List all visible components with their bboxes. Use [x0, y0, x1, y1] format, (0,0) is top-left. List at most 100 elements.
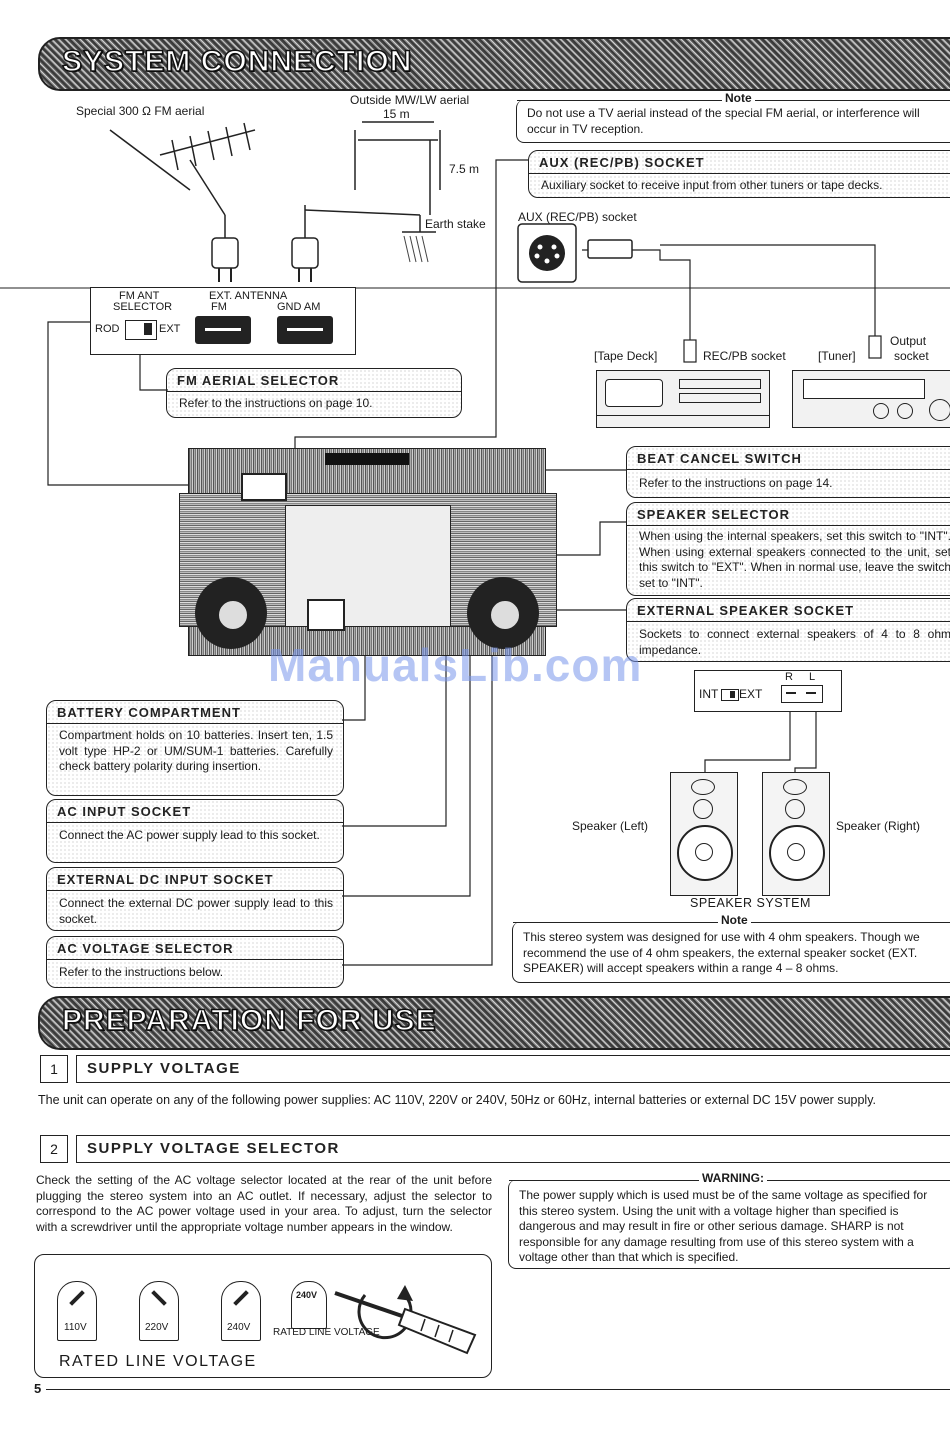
battery-compartment-box: BATTERY COMPARTMENT Compartment holds on… [46, 700, 344, 796]
speaker-system-label: SPEAKER SYSTEM [690, 896, 811, 910]
int-ext-switch[interactable] [721, 689, 739, 701]
speaker-selector-box: SPEAKER SELECTOR When using the internal… [626, 502, 950, 596]
note-speaker-impedance: Note This stereo system was designed for… [512, 913, 950, 983]
section-title: SYSTEM CONNECTION [61, 44, 413, 79]
note-text: Do not use a TV aerial instead of the sp… [527, 106, 920, 136]
gnd-am-terminal[interactable] [277, 316, 333, 344]
voltage-240-label: 240V [227, 1322, 251, 1333]
fm-aerial-selector-box: FM AERIAL SELECTOR Refer to the instruct… [166, 368, 462, 418]
beat-cancel-text: Refer to the instructions on page 14. [639, 476, 833, 490]
aux-socket-caption: AUX (REC/PB) socket [518, 210, 637, 224]
mw-aerial-label: Outside MW/LW aerial [350, 93, 470, 107]
ext-label: EXT [159, 323, 181, 335]
ac-voltage-selector-text: Refer to the instructions below. [59, 965, 224, 979]
int-label: INT [699, 687, 719, 701]
external-dc-input-box: EXTERNAL DC INPUT SOCKET Connect the ext… [46, 867, 344, 931]
fm-ant-selector-label2: SELECTOR [113, 301, 173, 313]
external-dc-input-text: Connect the external DC power supply lea… [59, 896, 333, 926]
supply-voltage-selector-heading: SUPPLY VOLTAGE SELECTOR [76, 1135, 950, 1163]
screwdriver-icon [334, 1285, 477, 1355]
voltage-window-240: 240V [221, 1281, 261, 1341]
dim-75m: 7.5 m [449, 162, 480, 176]
voltage-240b-label: 240V [296, 1290, 318, 1300]
note-tv-aerial: Note Do not use a TV aerial instead of t… [516, 91, 950, 143]
page-number: 5 [34, 1381, 42, 1396]
speaker-terminals[interactable] [781, 685, 823, 703]
fm-terminal[interactable] [195, 316, 251, 344]
note-title: Note [722, 91, 755, 105]
gnd-am-label: GND AM [277, 301, 321, 313]
external-speaker-socket-text: Sockets to connect external speakers of … [639, 627, 950, 657]
speaker-selector-title: SPEAKER SELECTOR [637, 507, 791, 522]
rated-line-voltage-box: 110V 220V 240V 240V RATED LINE VOLTAGE R… [34, 1254, 492, 1378]
aux-socket-box: AUX (REC/PB) SOCKET Auxiliary socket to … [528, 150, 950, 198]
voltage-window-220: 220V [139, 1281, 179, 1341]
dim-15m: 15 m [383, 107, 410, 121]
supply-voltage-text: The unit can operate on any of the follo… [38, 1093, 877, 1107]
fm-ant-selector-switch[interactable] [125, 320, 157, 340]
battery-compartment-text: Compartment holds on 10 batteries. Inser… [59, 728, 333, 773]
beat-cancel-title: BEAT CANCEL SWITCH [637, 451, 802, 466]
rod-label: ROD [95, 323, 120, 335]
tape-deck-device [596, 370, 770, 428]
external-dc-input-title: EXTERNAL DC INPUT SOCKET [57, 872, 274, 887]
ac-input-socket-text: Connect the AC power supply lead to this… [59, 828, 320, 842]
voltage-220-label: 220V [145, 1322, 169, 1333]
warning-box: WARNING: The power supply which is used … [508, 1171, 950, 1269]
r-label: R [785, 671, 793, 683]
speaker-switch-panel: R L INT EXT [694, 670, 842, 712]
tuner-label: [Tuner] [818, 349, 856, 363]
external-speaker-socket-title: EXTERNAL SPEAKER SOCKET [637, 603, 855, 618]
battery-compartment-title: BATTERY COMPARTMENT [57, 705, 241, 720]
stereo-unit-rear [179, 448, 557, 656]
section-banner-preparation: PREPARATION FOR USE [38, 996, 950, 1050]
footer-rule [46, 1389, 950, 1390]
section-banner-system-connection: SYSTEM CONNECTION [38, 37, 950, 91]
note-speaker-title: Note [718, 913, 751, 927]
speaker-right [762, 772, 830, 896]
speaker-right-label: Speaker (Right) [836, 819, 921, 833]
section-number-2: 2 [40, 1135, 68, 1163]
rated-small-label: RATED LINE VOLTAGE [273, 1327, 380, 1338]
ac-input-socket-box: AC INPUT SOCKET Connect the AC power sup… [46, 799, 344, 863]
section-number-1: 1 [40, 1055, 68, 1083]
aux-socket-title: AUX (REC/PB) SOCKET [539, 155, 705, 170]
ac-input-socket-title: AC INPUT SOCKET [57, 804, 192, 819]
antenna-panel: FM ANT SELECTOR EXT. ANTENNA FM GND AM R… [90, 287, 356, 355]
rated-line-voltage-title: RATED LINE VOLTAGE [59, 1353, 257, 1370]
speaker-left-label: Speaker (Left) [572, 819, 649, 833]
voltage-window-example: 240V [291, 1281, 327, 1329]
warning-text: The power supply which is used must be o… [519, 1188, 928, 1264]
watermark: ManualsLib.com [268, 639, 643, 691]
fm-ant-switch-highlight [241, 473, 287, 501]
aux-socket-text: Auxiliary socket to receive input from o… [541, 178, 883, 192]
tape-deck-label: [Tape Deck] [594, 349, 658, 363]
ext-antenna-label: EXT. ANTENNA [209, 290, 288, 302]
supply-voltage-heading: SUPPLY VOLTAGE [76, 1055, 950, 1083]
warning-title: WARNING: [699, 1171, 767, 1185]
speaker-left [670, 772, 738, 896]
tuner-device [792, 370, 950, 428]
voltage-window-110: 110V [57, 1281, 97, 1341]
ac-voltage-selector-box: AC VOLTAGE SELECTOR Refer to the instruc… [46, 936, 344, 988]
ac-voltage-selector-title: AC VOLTAGE SELECTOR [57, 941, 234, 956]
earth-stake-label: Earth stake [425, 217, 486, 231]
fm-aerial-selector-text: Refer to the instructions on page 10. [179, 396, 373, 410]
fm-ant-selector-label: FM ANT [119, 290, 160, 302]
recpb-socket-label: REC/PB socket [703, 349, 786, 363]
speaker-socket-highlight [307, 599, 345, 631]
fm-aerial-selector-title: FM AERIAL SELECTOR [177, 373, 340, 388]
external-speaker-socket-box: EXTERNAL SPEAKER SOCKET Sockets to conne… [626, 598, 950, 662]
speaker-selector-text: When using the internal speakers, set th… [639, 529, 950, 590]
output-label: Output [890, 334, 927, 348]
note-speaker-text: This stereo system was designed for use … [523, 930, 920, 975]
section-title-preparation: PREPARATION FOR USE [61, 1003, 437, 1038]
socket-label: socket [894, 349, 929, 363]
supply-voltage-selector-text: Check the setting of the AC voltage sele… [36, 1173, 492, 1234]
fm-terminal-label: FM [211, 301, 227, 313]
voltage-110-label: 110V [64, 1322, 87, 1333]
fm-aerial-label: Special 300 Ω FM aerial [76, 104, 205, 118]
ext2-label: EXT [739, 687, 763, 701]
beat-cancel-box: BEAT CANCEL SWITCH Refer to the instruct… [626, 446, 950, 498]
